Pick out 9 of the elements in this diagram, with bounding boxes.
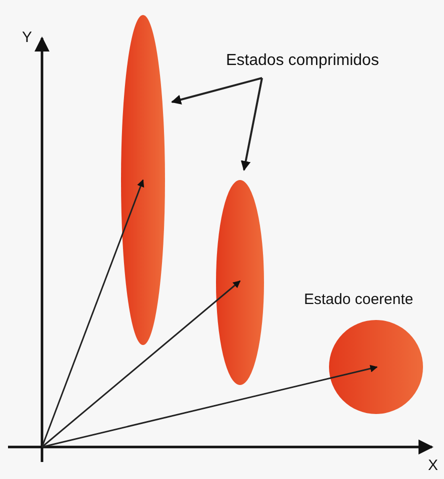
leader-arrow bbox=[240, 78, 263, 171]
axis-label: Y bbox=[22, 30, 32, 46]
vector-arrow bbox=[42, 280, 241, 448]
vector-arrow bbox=[42, 364, 378, 448]
state-caption: Estado coerente bbox=[304, 292, 414, 308]
axis-label: X bbox=[428, 458, 438, 474]
leader-arrow bbox=[171, 77, 262, 104]
callout-text: Estados comprimidos bbox=[226, 52, 379, 70]
vector-arrow bbox=[41, 179, 144, 448]
